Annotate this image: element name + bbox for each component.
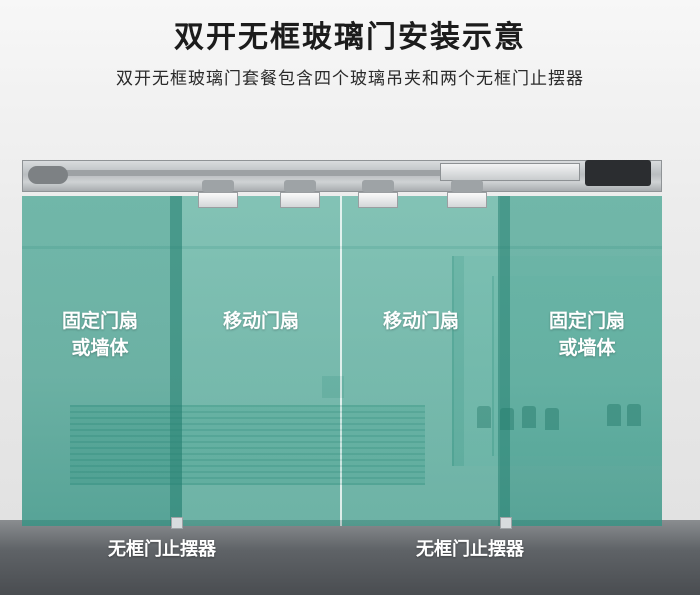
sliding-glass-panel-right (342, 196, 500, 526)
glass-clamp-icon (198, 180, 238, 208)
stopper-label: 无框门止摆器 (108, 539, 216, 560)
panel-label: 移动门扇 (222, 310, 299, 332)
glass-clamp-icon (358, 180, 398, 208)
track-rail (60, 170, 440, 176)
panel-label: 固定门扇或墙体 (61, 310, 138, 359)
stopper-label: 无框门止摆器 (416, 539, 524, 560)
motor-unit (440, 163, 580, 181)
door-stopper-icon (171, 517, 183, 529)
page-subtitle: 双开无框玻璃门套餐包含四个玻璃吊夹和两个无框门止摆器 (116, 69, 584, 89)
controller-box (585, 160, 651, 186)
panel-label: 固定门扇或墙体 (548, 310, 625, 359)
fixed-glass-panel-left (22, 196, 182, 526)
panel-label: 移动门扇 (382, 310, 459, 332)
fixed-glass-panel-right (500, 196, 662, 526)
glass-clamp-icon (280, 180, 320, 208)
glass-edge (170, 196, 182, 526)
track-pulley (28, 166, 68, 184)
door-stopper-icon (500, 517, 512, 529)
glass-edge (498, 196, 510, 526)
glass-clamp-icon (447, 180, 487, 208)
sliding-glass-panel-left (182, 196, 340, 526)
door-seam (340, 196, 342, 526)
floor (0, 520, 700, 595)
page-title: 双开无框玻璃门安装示意 (174, 20, 526, 55)
